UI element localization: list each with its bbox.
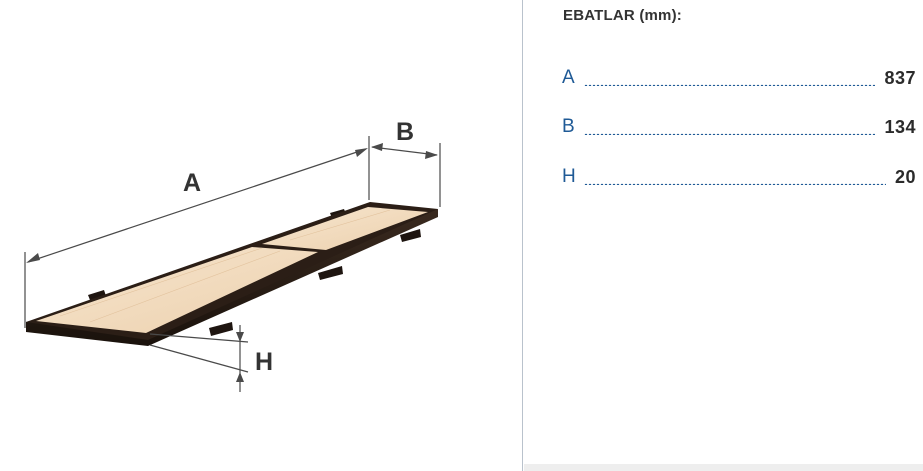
dimension-arrowheads <box>26 143 438 382</box>
panel-footer-strip <box>524 464 923 471</box>
product-image-panel: A B H <box>24 118 441 392</box>
dotted-leader <box>584 177 886 185</box>
dimension-key: H <box>562 166 576 187</box>
dimension-value: 837 <box>884 67 916 88</box>
dimension-row-a: A 837 <box>562 66 916 90</box>
dimension-label-h: H <box>255 348 273 376</box>
cabin-filter-dimension-drawing: A B H <box>24 118 441 392</box>
dimension-key: A <box>562 67 575 88</box>
dotted-leader <box>584 78 876 86</box>
dimensions-panel: EBATLAR (mm): A 837 B 134 H 20 <box>523 0 923 471</box>
dimensions-title: EBATLAR (mm): <box>563 7 682 24</box>
dimension-key: B <box>562 116 575 137</box>
dimension-value: 134 <box>884 116 916 137</box>
dimension-label-b: B <box>396 118 414 146</box>
dimension-label-a: A <box>183 169 201 197</box>
dotted-leader <box>584 127 876 135</box>
dimension-lines <box>24 136 441 392</box>
dimension-row-h: H 20 <box>562 165 916 189</box>
panel-divider <box>522 0 523 471</box>
cabin-filter-illustration <box>26 202 438 346</box>
dimension-row-b: B 134 <box>562 115 916 139</box>
dimension-value: 20 <box>894 166 916 187</box>
